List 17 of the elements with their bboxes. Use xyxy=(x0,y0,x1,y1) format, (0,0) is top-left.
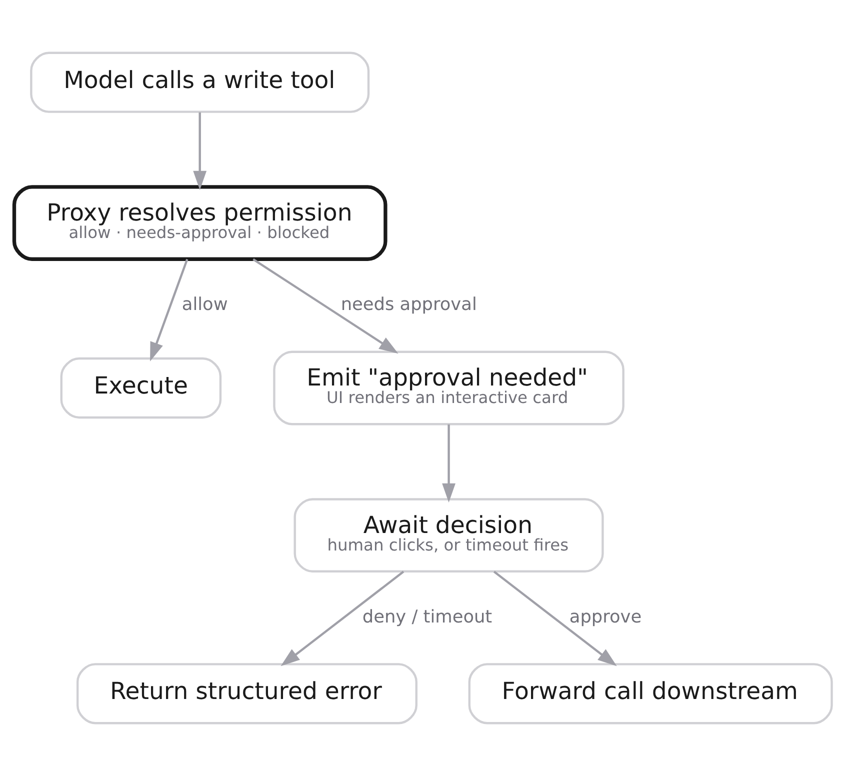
edge-label: allow xyxy=(182,294,228,315)
edge-label: needs approval xyxy=(340,294,477,315)
arrow xyxy=(150,258,188,361)
arrow xyxy=(252,258,398,354)
node-box: Await decision human clicks, or timeout fires xyxy=(294,498,604,572)
arrow xyxy=(193,112,207,190)
arrow xyxy=(442,424,456,502)
edge-label: deny / timeout xyxy=(362,606,492,627)
node-box: Execute xyxy=(60,356,222,418)
node-box: Emit "approval needed" UI renders an interactive card xyxy=(273,350,624,425)
edge-label: approve xyxy=(569,606,642,627)
arrow xyxy=(493,570,617,666)
node-box: Model calls a write tool xyxy=(30,51,370,112)
arrow xyxy=(280,570,404,666)
node-box: Proxy resolves permission allow · needs-approval · blocked xyxy=(12,184,388,260)
node-box: Forward call downstream xyxy=(468,662,833,724)
node-box: Return structured error xyxy=(76,662,418,724)
